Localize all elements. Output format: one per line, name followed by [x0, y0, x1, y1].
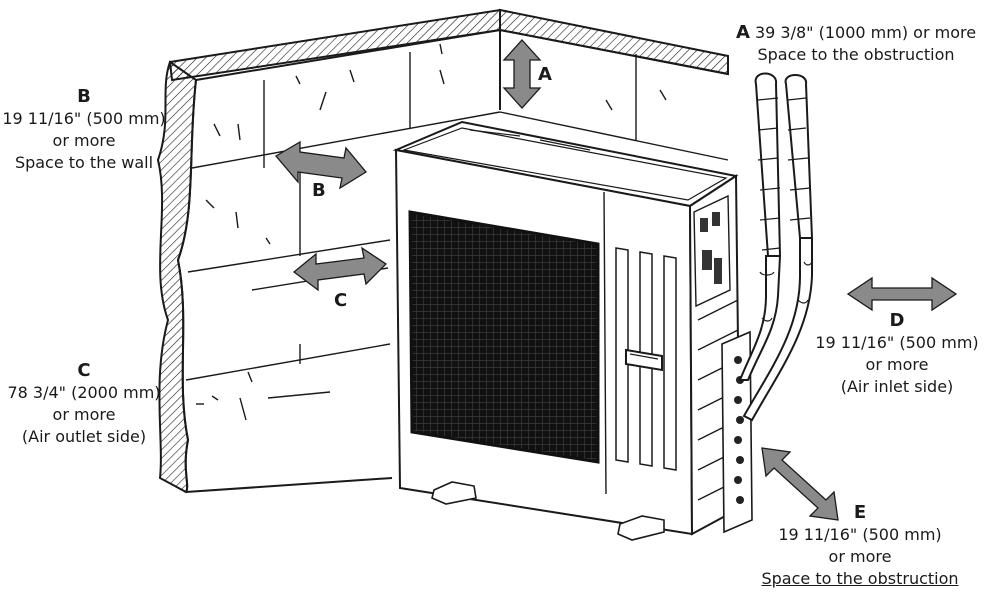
- label-c-letter: C: [77, 360, 91, 381]
- arrow-c-tag: C: [334, 290, 347, 311]
- arrow-c: [292, 246, 388, 292]
- arrow-e: [761, 447, 839, 521]
- label-a: A 39 3/8" (1000 mm) or more Space to the…: [728, 22, 984, 66]
- arrow-d: [846, 276, 958, 312]
- arrow-a-tag: A: [538, 64, 552, 85]
- label-a-desc: Space to the obstruction: [757, 45, 955, 64]
- wall: [156, 8, 729, 494]
- label-e-desc: Space to the obstruction: [761, 569, 959, 588]
- label-a-distance: 39 3/8" (1000 mm) or more: [754, 23, 977, 42]
- refrigerant-pipes: [738, 72, 814, 422]
- label-d-more: or more: [865, 355, 929, 374]
- label-b-desc: Space to the wall: [14, 153, 154, 172]
- label-d-letter: D: [889, 310, 905, 331]
- label-a-letter: A: [735, 22, 750, 43]
- label-b: B 19 11/16" (500 mm) or more Space to th…: [0, 86, 168, 174]
- label-c-distance: 78 3/4" (2000 mm): [7, 383, 161, 402]
- label-d-distance: 19 11/16" (500 mm): [815, 333, 979, 352]
- outdoor-unit: [392, 120, 753, 541]
- label-e-letter: E: [853, 502, 867, 523]
- arrow-a: [502, 39, 542, 109]
- label-b-distance: 19 11/16" (500 mm): [2, 109, 166, 128]
- label-c: C 78 3/4" (2000 mm) or more (Air outlet …: [0, 360, 168, 448]
- label-b-more: or more: [52, 131, 116, 150]
- arrow-b-tag: B: [312, 180, 326, 201]
- label-d: D 19 11/16" (500 mm) or more (Air inlet …: [810, 310, 984, 398]
- label-d-desc: (Air inlet side): [840, 377, 954, 396]
- arrow-b: [275, 140, 367, 190]
- label-c-desc: (Air outlet side): [21, 427, 147, 446]
- label-e-distance: 19 11/16" (500 mm): [778, 525, 942, 544]
- label-c-more: or more: [52, 405, 116, 424]
- label-e-more: or more: [828, 547, 892, 566]
- label-e: E 19 11/16" (500 mm) or more Space to th…: [740, 502, 980, 590]
- label-b-letter: B: [77, 86, 91, 107]
